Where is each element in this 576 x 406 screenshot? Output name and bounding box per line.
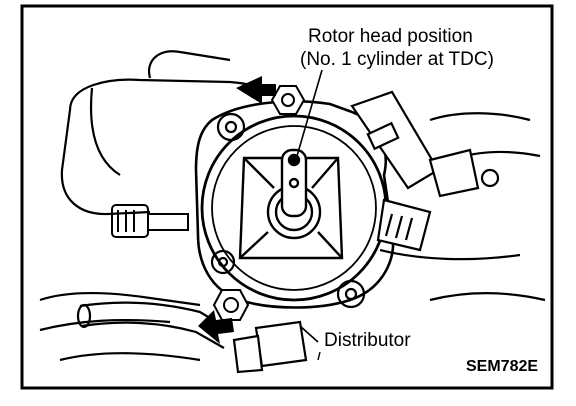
hose-lower-left <box>76 301 231 349</box>
distributor-leader-line <box>299 325 319 343</box>
hex-bolt-upper <box>270 85 306 115</box>
arrow-upper <box>236 76 276 104</box>
hex-bolt-lower <box>212 289 250 321</box>
cylinder-tdc-label: (No. 1 cylinder at TDC) <box>300 49 494 70</box>
distributor-label: Distributor <box>324 330 411 351</box>
distributor-housing <box>194 100 395 309</box>
rotor-head-position-label: Rotor head position <box>308 26 473 47</box>
lower-connector <box>232 320 308 374</box>
figure-border <box>20 4 554 390</box>
connector-module <box>350 90 500 252</box>
figure-code-label: SEM782E <box>466 358 539 375</box>
left-stud <box>111 204 189 238</box>
mounting-ears <box>210 112 366 309</box>
distributor-inner-rim <box>211 125 377 291</box>
arrow-lower <box>198 310 234 344</box>
rotor-leader-line <box>296 69 323 157</box>
distributor-tick <box>317 351 321 361</box>
rotor-head <box>238 148 344 260</box>
